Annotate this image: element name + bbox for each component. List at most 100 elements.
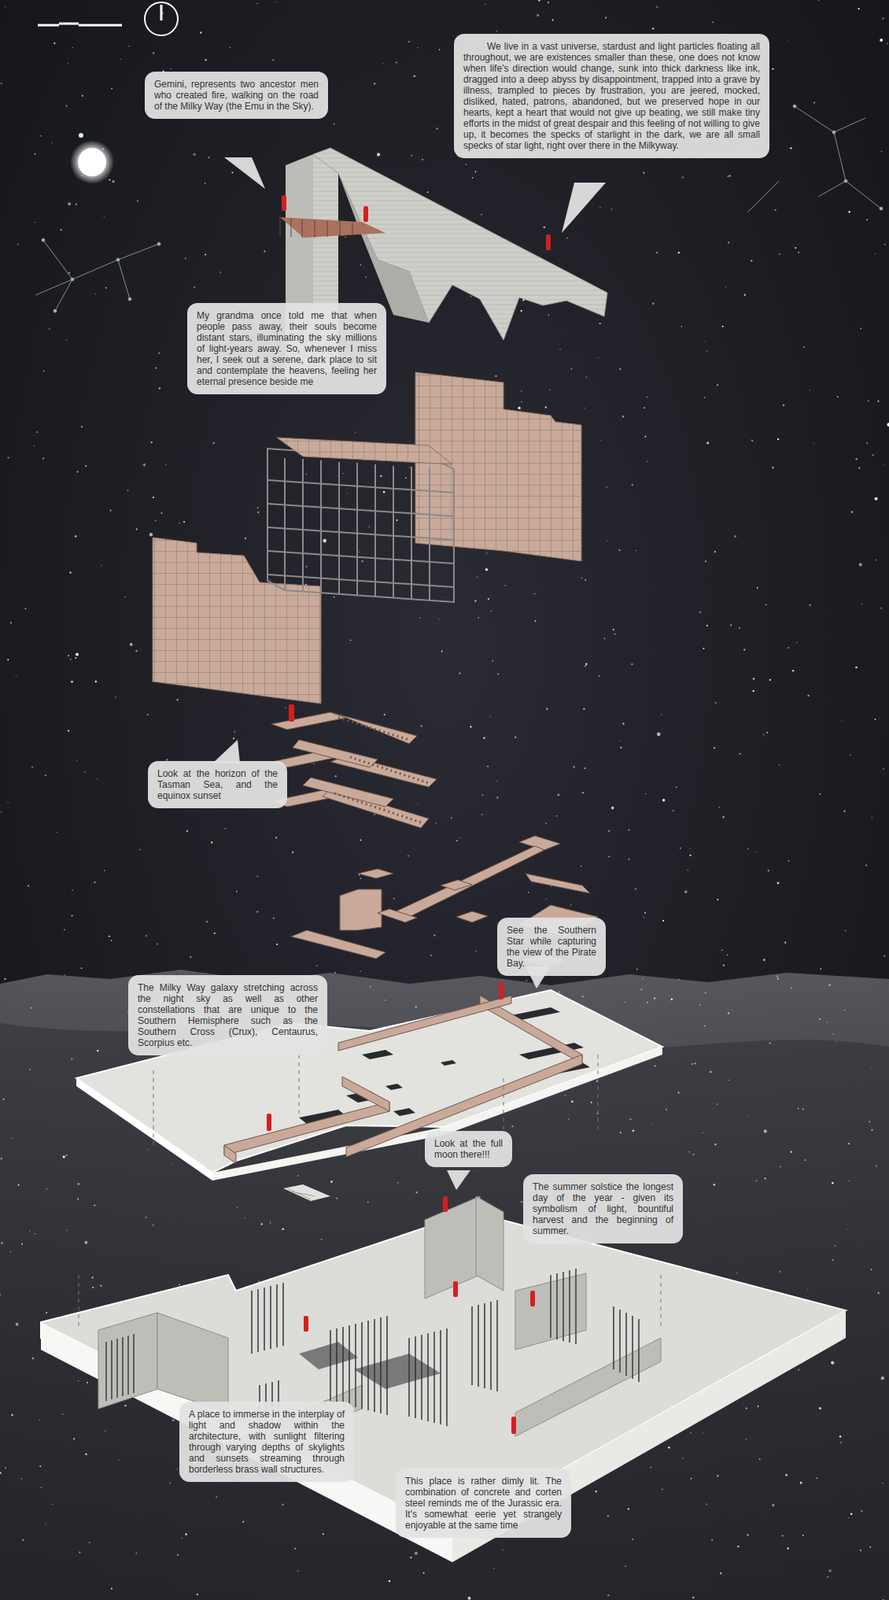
- star: [797, 1107, 800, 1110]
- star: [813, 442, 815, 443]
- star: [584, 579, 587, 581]
- star: [545, 708, 549, 711]
- star: [350, 639, 351, 641]
- star: [719, 1571, 723, 1575]
- bubble-text: We live in a vast universe, stardust and…: [463, 40, 760, 152]
- star: [76, 759, 78, 761]
- star: [851, 510, 854, 513]
- star: [875, 559, 878, 561]
- star: [606, 539, 608, 541]
- star: [232, 737, 235, 739]
- star: [233, 730, 236, 733]
- star: [335, 1197, 338, 1199]
- star: [204, 59, 207, 61]
- star: [763, 958, 766, 961]
- star: [619, 368, 622, 370]
- star: [802, 1108, 805, 1111]
- star: [725, 286, 727, 288]
- star: [284, 706, 286, 708]
- star: [145, 1216, 148, 1218]
- star: [161, 512, 163, 514]
- star: [68, 272, 71, 274]
- star: [189, 955, 192, 958]
- star: [769, 678, 771, 681]
- star: [759, 1457, 761, 1460]
- star: [622, 722, 625, 725]
- star: [848, 1516, 849, 1518]
- bubble-text: Look at the horizon of the Tasman Sea, a…: [157, 767, 278, 801]
- star: [730, 623, 732, 626]
- star: [867, 400, 870, 403]
- star: [874, 718, 877, 720]
- star: [704, 396, 705, 398]
- star: [722, 815, 724, 818]
- star: [456, 839, 458, 842]
- bubble-text: The summer solstice the longest day of t…: [532, 1180, 674, 1236]
- star: [714, 550, 716, 553]
- star: [681, 325, 683, 327]
- star: [360, 877, 362, 879]
- star: [534, 593, 536, 595]
- star: [557, 793, 561, 797]
- star: [745, 1438, 747, 1439]
- star: [281, 1227, 284, 1229]
- star: [788, 39, 790, 41]
- star: [678, 978, 680, 980]
- star: [367, 1200, 369, 1202]
- star: [139, 848, 141, 851]
- star: [149, 532, 153, 536]
- star: [640, 988, 642, 990]
- star: [220, 271, 222, 273]
- star: [183, 520, 185, 523]
- star: [414, 1551, 418, 1555]
- star: [11, 1413, 13, 1416]
- star: [728, 174, 731, 177]
- star: [433, 933, 436, 936]
- star: [843, 809, 846, 812]
- star: [737, 1545, 739, 1547]
- star: [886, 43, 888, 45]
- star: [652, 302, 655, 305]
- star: [884, 464, 886, 465]
- star: [151, 441, 153, 443]
- star: [559, 991, 561, 993]
- star: [110, 88, 113, 90]
- star: [410, 154, 413, 157]
- star: [624, 1564, 626, 1566]
- star: [771, 466, 774, 469]
- star: [744, 294, 747, 297]
- star: [771, 67, 774, 70]
- star: [162, 12, 164, 15]
- star: [365, 276, 367, 278]
- star: [74, 534, 77, 537]
- star: [818, 1406, 822, 1410]
- star: [644, 435, 646, 438]
- star: [67, 62, 70, 64]
- star: [646, 461, 648, 462]
- star: [803, 346, 805, 348]
- star: [40, 135, 41, 137]
- star: [604, 637, 606, 639]
- star: [597, 675, 600, 677]
- star: [584, 767, 587, 769]
- star: [797, 251, 800, 254]
- star: [736, 1272, 738, 1274]
- star: [275, 836, 277, 838]
- star: [517, 406, 521, 410]
- star: [677, 1091, 679, 1093]
- star: [15, 675, 17, 676]
- star: [830, 1360, 834, 1364]
- star: [496, 780, 498, 782]
- star: [143, 463, 147, 467]
- star: [409, 1556, 412, 1558]
- star: [114, 696, 116, 698]
- star: [619, 549, 621, 551]
- star: [496, 30, 498, 33]
- star: [774, 209, 777, 211]
- star: [756, 1179, 758, 1181]
- star: [865, 864, 867, 867]
- speech-bubble: The summer solstice the longest day of t…: [523, 1173, 683, 1244]
- star: [886, 422, 889, 427]
- star: [62, 1412, 64, 1415]
- star: [48, 328, 50, 329]
